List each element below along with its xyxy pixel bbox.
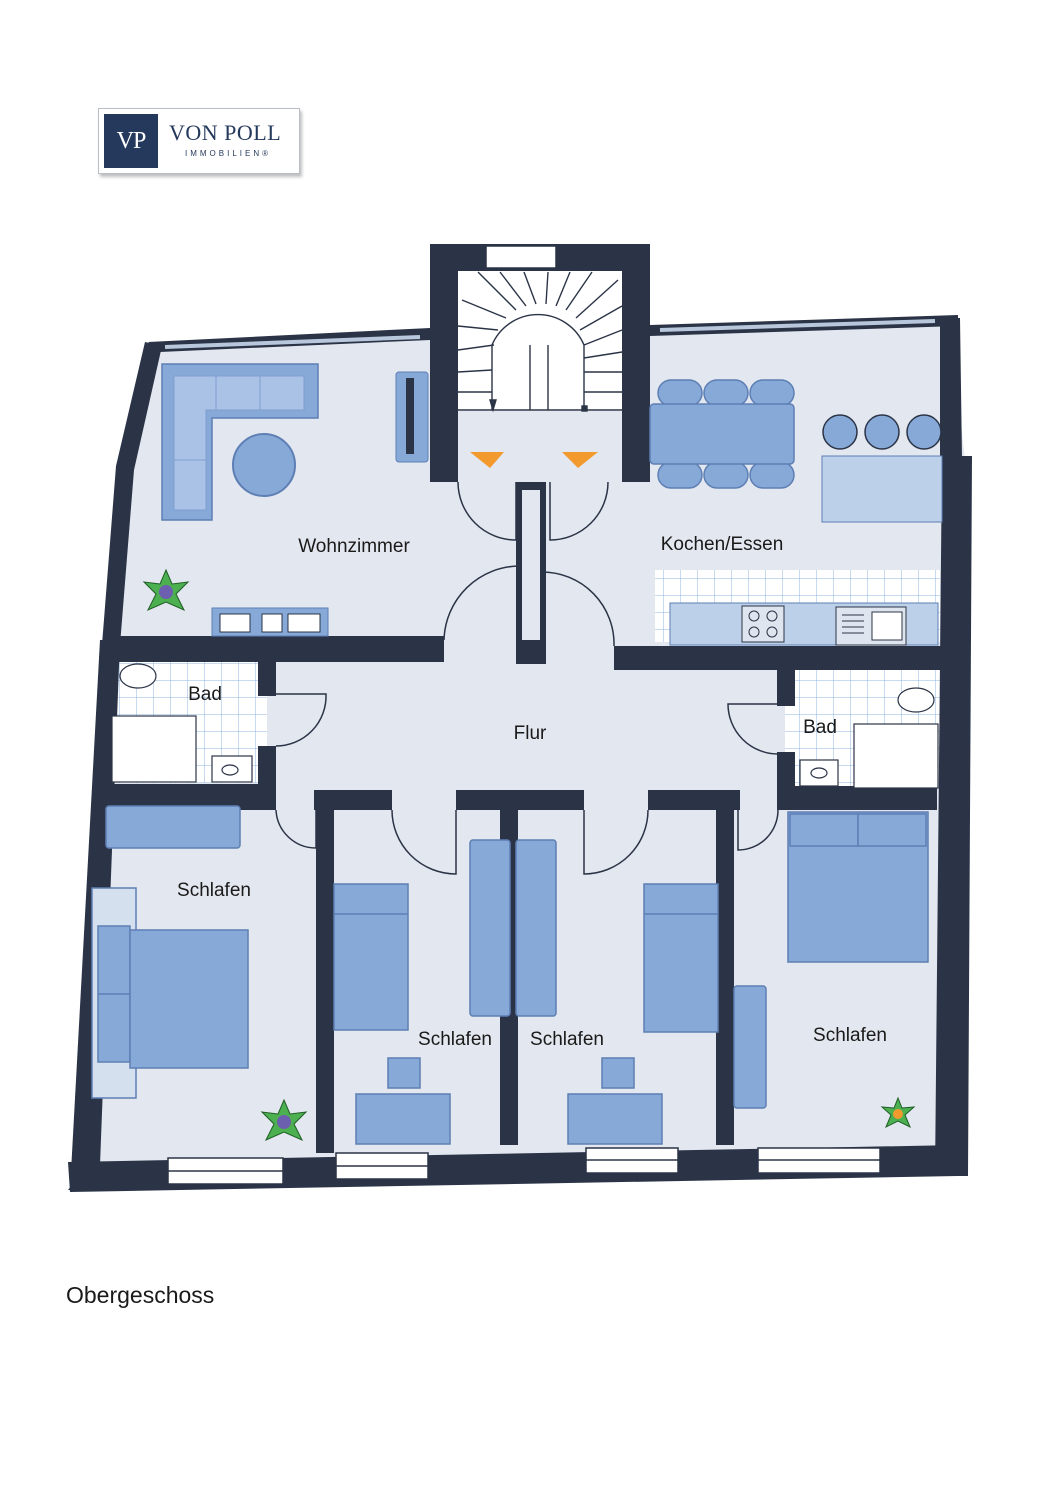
dining-table [649,403,795,465]
kitchen-island [821,455,943,523]
tv-cabinet [395,371,429,463]
label-kochen-essen: Kochen/Essen [661,534,784,555]
room-labels: Wohnzimmer Kochen/Essen Flur Bad Bad Sch… [177,534,887,1050]
label-flur: Flur [514,723,547,744]
bathroom-fixtures [111,663,939,789]
label-wohnzimmer: Wohnzimmer [298,536,410,557]
stove [741,605,785,643]
sink [835,606,907,646]
kitchen-furniture [649,379,943,646]
stair-arrows [470,452,598,468]
living-furniture [161,363,429,637]
label-schlafen-3: Schlafen [530,1029,604,1050]
label-bad-left: Bad [188,684,222,705]
label-schlafen-1: Schlafen [177,880,251,901]
logo-subtitle: IMMOBILIEN® [185,149,272,158]
label-bad-right: Bad [803,717,837,738]
label-schlafen-2: Schlafen [418,1029,492,1050]
corner-sofa [161,363,319,521]
plant-icon [142,568,916,1142]
logo-mark: VP [104,114,158,168]
company-logo: VP VON POLL IMMOBILIEN® [98,108,300,174]
logo-name: VON POLL [169,120,282,145]
bedroom-furniture [91,805,929,1145]
label-schlafen-4: Schlafen [813,1025,887,1046]
windows [164,245,936,1185]
round-table [232,433,296,497]
floor-caption: Obergeschoss [66,1282,215,1308]
bar-stools [822,414,942,450]
doors [275,481,779,875]
radiator-shelf [211,607,329,637]
staircase [457,271,623,413]
